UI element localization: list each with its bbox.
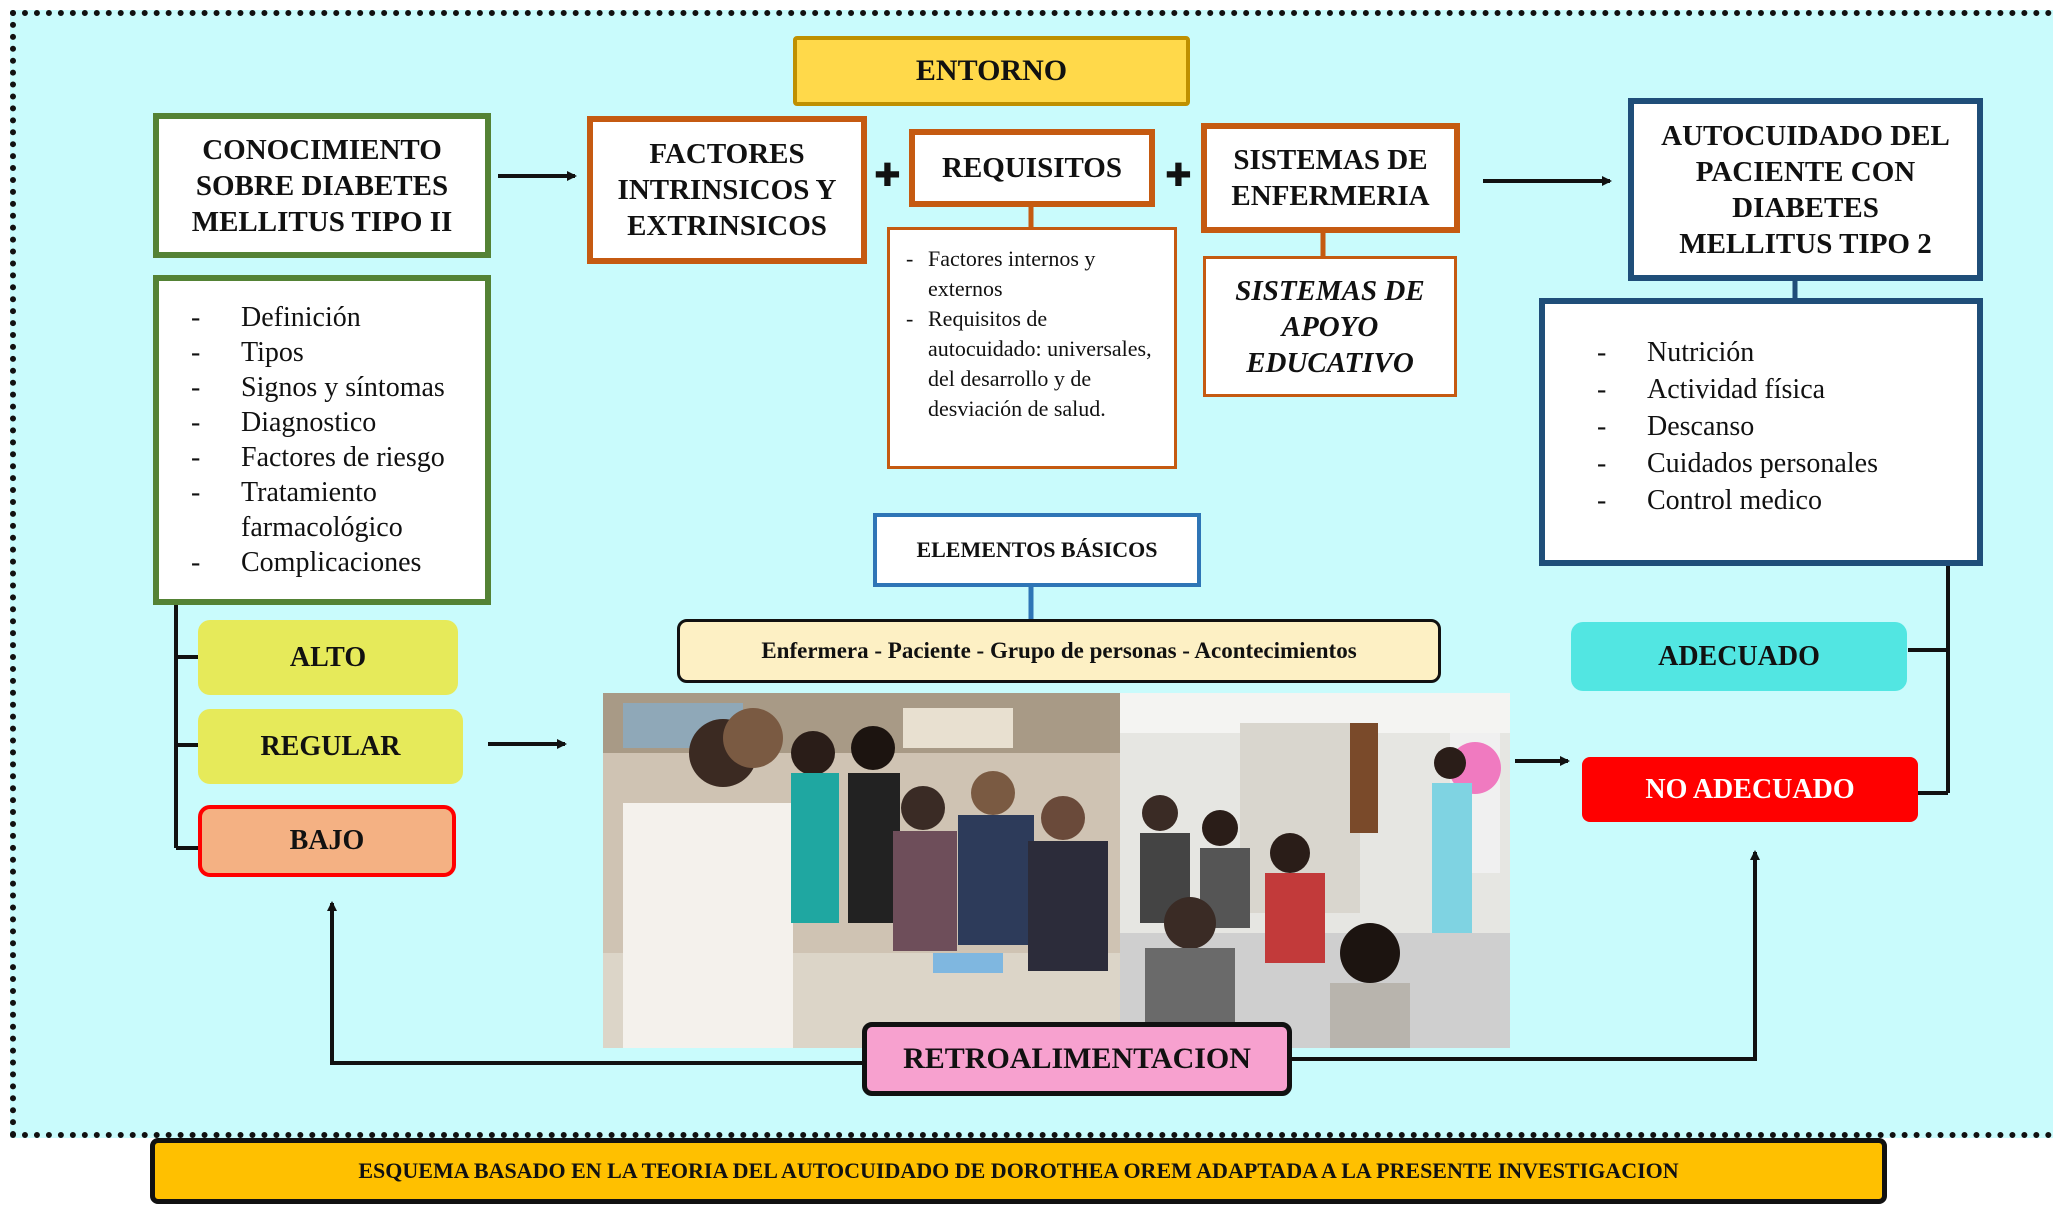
factores-box: FACTORES INTRINSICOS Y EXTRINSICOS (587, 116, 867, 264)
list-item: Nutrición (1597, 334, 1878, 371)
caption-box: ESQUEMA BASADO EN LA TEORIA DEL AUTOCUID… (150, 1138, 1887, 1204)
adecuado-label: ADECUADO (1571, 622, 1907, 691)
conocimiento-list-box: Definición Tipos Signos y síntomas Diagn… (153, 275, 491, 605)
sistemas-sub-box: SISTEMAS DE APOYO EDUCATIVO (1203, 256, 1457, 397)
list-item: Factores de riesgo (191, 440, 461, 475)
plus-icon: ✚ (874, 157, 901, 193)
autocuidado-list: Nutrición Actividad física Descanso Cuid… (1597, 334, 1878, 519)
no-adecuado-label: NO ADECUADO (1582, 757, 1918, 822)
list-item: Factores internos y externos (906, 244, 1158, 304)
bajo-label: BAJO (198, 805, 456, 877)
feedback-arrow-left (327, 901, 862, 1065)
list-item: Definición (191, 300, 461, 335)
requisitos-box: REQUISITOS (909, 129, 1155, 207)
bracket-levels (174, 604, 200, 850)
photo-waiting-room (1120, 693, 1510, 1048)
list-item: Tipos (191, 335, 461, 370)
elementos-detail-box: Enfermera - Paciente - Grupo de personas… (677, 619, 1441, 683)
list-item: Diagnostico (191, 405, 461, 440)
list-item: Actividad física (1597, 371, 1878, 408)
list-item: Complicaciones (191, 545, 461, 580)
list-item: Signos y síntomas (191, 370, 461, 405)
regular-label: REGULAR (198, 709, 463, 784)
list-item: Requisitos de autocuidado: universales, … (906, 304, 1158, 424)
conocimiento-list: Definición Tipos Signos y síntomas Diagn… (191, 300, 461, 580)
photo-waiting-room-image (1120, 693, 1510, 1048)
bracket-outcomes (1908, 563, 1950, 795)
photo-nurse-group (603, 693, 1120, 1048)
autocuidado-list-box: Nutrición Actividad física Descanso Cuid… (1539, 298, 1983, 566)
retroalimentacion-box: RETROALIMENTACION (862, 1022, 1292, 1096)
list-item: Cuidados personales (1597, 445, 1878, 482)
plus-icon: ✚ (1165, 157, 1192, 193)
alto-label: ALTO (198, 620, 458, 695)
autocuidado-box: AUTOCUIDADO DEL PACIENTE CON DIABETES ME… (1628, 98, 1983, 281)
requisitos-list: Factores internos y externos Requisitos … (906, 244, 1158, 424)
entorno-box: ENTORNO (793, 36, 1190, 106)
list-item: Tratamiento farmacológico (191, 475, 461, 545)
sistemas-box: SISTEMAS DE ENFERMERIA (1201, 123, 1460, 233)
list-item: Descanso (1597, 408, 1878, 445)
requisitos-list-box: Factores internos y externos Requisitos … (887, 227, 1177, 469)
elementos-box: ELEMENTOS BÁSICOS (873, 513, 1201, 587)
conocimiento-box: CONOCIMIENTO SOBRE DIABETES MELLITUS TIP… (153, 113, 491, 258)
feedback-arrow-right (1292, 850, 1760, 1061)
photo-nurse-group-image (603, 693, 1120, 1048)
list-item: Control medico (1597, 482, 1878, 519)
